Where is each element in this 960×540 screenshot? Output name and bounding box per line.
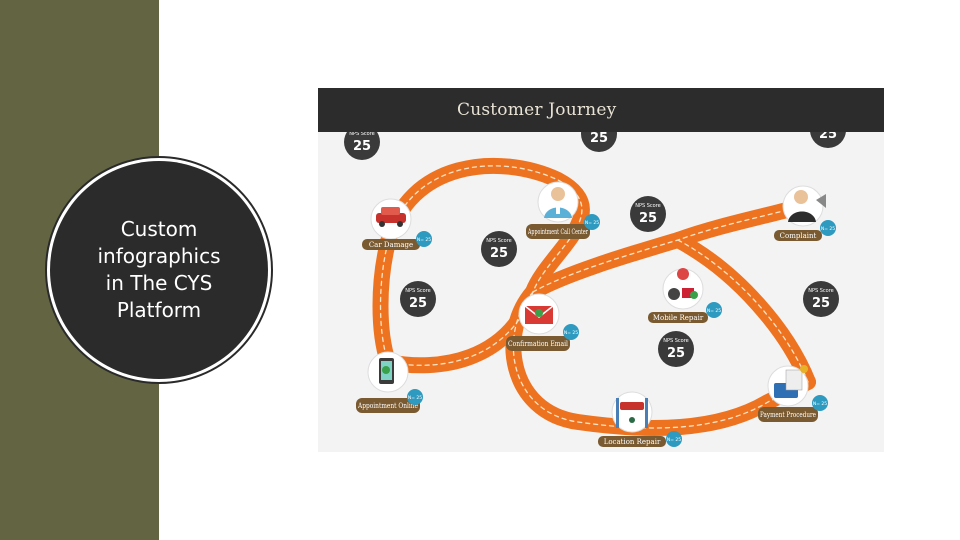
- nps-badge-location-repair: NPS Score 25: [658, 331, 694, 367]
- nps-badge-appointment-online: NPS Score 25: [400, 281, 436, 317]
- email-envelope-icon: [518, 293, 560, 335]
- svg-text:N= 25: N= 25: [821, 226, 835, 232]
- svg-text:N= 25: N= 25: [707, 308, 721, 314]
- svg-text:25: 25: [490, 246, 508, 261]
- nps-badge-complaint: NPS Score 25: [810, 132, 846, 148]
- svg-text:NPS Score: NPS Score: [486, 238, 512, 244]
- nps-badge-confirmation-email: NPS Score 25: [481, 231, 517, 267]
- journey-header: Customer Journey: [318, 88, 884, 132]
- car-icon: [370, 198, 412, 240]
- svg-text:N= 25: N= 25: [585, 220, 599, 226]
- n-badge-mobile-repair: N= 25: [706, 302, 722, 318]
- n-badge-confirmation-email: N= 25: [563, 324, 579, 340]
- complaining-man-icon: [782, 185, 826, 227]
- slide-title: Custom infographics in The CYS Platform: [97, 217, 221, 322]
- stage-car-damage: Car Damage: [362, 239, 420, 250]
- svg-text:NPS Score: NPS Score: [663, 338, 689, 344]
- svg-text:N= 25: N= 25: [564, 330, 578, 336]
- n-badge-payment-procedure: N= 25: [812, 395, 828, 411]
- stage-mobile-repair: Mobile Repair: [648, 312, 708, 323]
- stage-confirmation-email: Confirmation Email: [506, 336, 570, 351]
- n-badge-appointment-online: N= 25: [407, 389, 423, 405]
- car-lift-icon: [611, 391, 653, 433]
- svg-text:N= 25: N= 25: [408, 395, 422, 401]
- svg-text:N= 25: N= 25: [417, 237, 431, 243]
- customer-journey-image: Customer Journey NPS Score 25 NPS Score …: [318, 88, 884, 452]
- svg-text:Payment Procedure: Payment Procedure: [760, 411, 816, 419]
- nps-badge-car-damage: NPS Score 25: [344, 132, 380, 160]
- svg-text:25: 25: [409, 296, 427, 311]
- mobile-repair-mechanic-icon: [662, 268, 704, 310]
- svg-text:25: 25: [639, 211, 657, 226]
- payment-cards-icon: [767, 365, 809, 407]
- nps-badge-mobile-repair: NPS Score 25: [630, 196, 666, 232]
- stage-location-repair: Location Repair: [598, 436, 666, 447]
- stage-appointment-online: Appointment Online: [356, 398, 420, 413]
- svg-text:NPS Score: NPS Score: [405, 288, 431, 294]
- call-center-agent-icon: [537, 181, 579, 223]
- stage-appointment-call-center: Appointment Call Center: [526, 224, 590, 239]
- stage-payment-procedure: Payment Procedure: [758, 407, 818, 422]
- nps-badge-payment-procedure: NPS Score 25: [803, 281, 839, 317]
- stage-complaint: Complaint: [774, 230, 822, 241]
- svg-text:Appointment Call Center: Appointment Call Center: [527, 228, 588, 236]
- svg-text:Appointment Online: Appointment Online: [357, 402, 418, 410]
- svg-text:25: 25: [353, 139, 371, 154]
- journey-road: [372, 157, 821, 436]
- svg-text:25: 25: [812, 296, 830, 311]
- n-badge-appointment-call-center: N= 25: [584, 214, 600, 230]
- svg-text:NPS Score: NPS Score: [808, 288, 834, 294]
- svg-text:N= 25: N= 25: [813, 401, 827, 407]
- svg-text:25: 25: [819, 132, 837, 142]
- n-badge-car-damage: N= 25: [416, 231, 432, 247]
- nps-badge-appointment-call-center: NPS Score 25: [581, 132, 617, 152]
- svg-text:25: 25: [667, 346, 685, 361]
- title-circle: Custom infographics in The CYS Platform: [50, 161, 268, 379]
- svg-text:Location Repair: Location Repair: [604, 438, 661, 446]
- phone-appointment-icon: [367, 351, 409, 393]
- svg-text:25: 25: [590, 132, 608, 146]
- n-badge-location-repair: N= 25: [666, 431, 682, 447]
- svg-text:Mobile Repair: Mobile Repair: [653, 314, 704, 322]
- journey-map: NPS Score 25 NPS Score 25 NPS Score 25 N…: [344, 132, 846, 447]
- journey-title: Customer Journey: [457, 100, 617, 120]
- svg-text:N= 25: N= 25: [667, 437, 681, 443]
- svg-text:NPS Score: NPS Score: [349, 132, 375, 137]
- n-badge-complaint: N= 25: [820, 220, 836, 236]
- svg-text:Confirmation Email: Confirmation Email: [508, 340, 569, 348]
- svg-text:NPS Score: NPS Score: [635, 203, 661, 209]
- svg-text:Car Damage: Car Damage: [369, 241, 413, 249]
- svg-text:Complaint: Complaint: [780, 232, 817, 240]
